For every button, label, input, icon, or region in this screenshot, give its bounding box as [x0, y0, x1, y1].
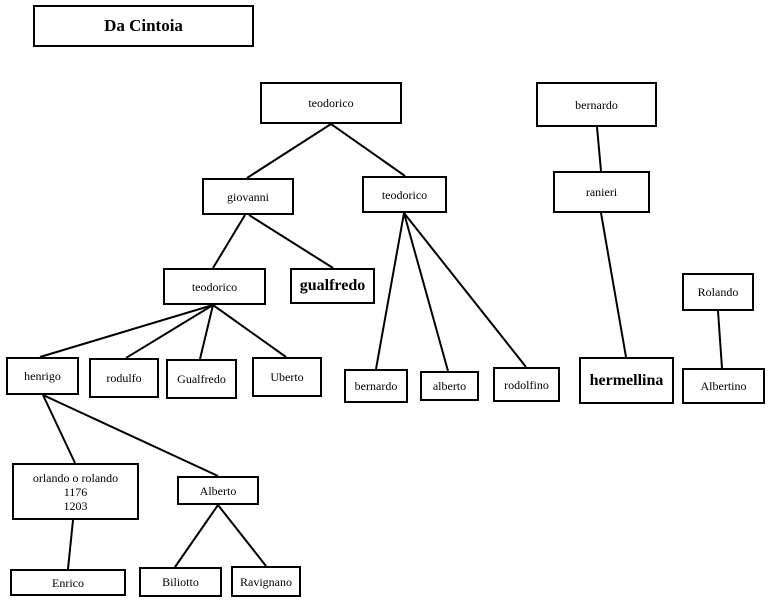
- edge-teodorico3-uberto: [212, 304, 287, 358]
- node-albertino: Albertino: [682, 368, 765, 404]
- node-label-line: 1176: [63, 484, 88, 499]
- node-uberto: Uberto: [252, 357, 322, 397]
- edge-rolando-albertino: [717, 310, 723, 369]
- node-label: rodulfo: [106, 371, 142, 385]
- edge-giovanni-gualfredo: [248, 214, 334, 269]
- node-label: Ravignano: [240, 574, 292, 589]
- title-box: Da Cintoia: [33, 5, 254, 47]
- edge-orlando-enrico: [67, 519, 74, 570]
- node-label: Uberto: [270, 370, 304, 384]
- edge-alberto-ravignano: [217, 504, 267, 567]
- edge-teodorico3-rodulfo: [125, 304, 214, 359]
- node-enrico: Enrico: [10, 569, 126, 596]
- node-alberto-child: alberto: [420, 371, 479, 401]
- edge-alberto-biliotto: [174, 504, 219, 568]
- edge-teodorico2-bernardo: [375, 212, 405, 370]
- node-label: bernardo: [575, 97, 618, 112]
- node-ranieri: ranieri: [553, 171, 650, 213]
- node-label: Albertino: [700, 379, 747, 393]
- edge-henrigo-orlando: [42, 394, 76, 464]
- node-rodolfino: rodolfino: [493, 367, 560, 402]
- node-teodorico-2: teodorico: [362, 176, 447, 213]
- node-ravignano: Ravignano: [231, 566, 301, 597]
- node-label: teodorico: [191, 279, 238, 294]
- edge-giovanni-teodorico3: [212, 214, 246, 269]
- node-label: alberto: [432, 379, 467, 393]
- node-label: Enrico: [52, 575, 84, 590]
- node-gualfredo-bold: gualfredo: [290, 268, 375, 304]
- node-bernardo-child: bernardo: [344, 369, 408, 403]
- node-label: hermellina: [589, 371, 664, 389]
- node-label: Alberto: [199, 483, 237, 498]
- node-orlando: orlando o rolando 1176 1203: [12, 463, 139, 520]
- node-teodorico-3: teodorico: [163, 268, 266, 305]
- node-henrigo: henrigo: [6, 357, 79, 395]
- node-label: rodolfino: [504, 377, 549, 392]
- edge-teodorico2-alberto: [403, 212, 449, 372]
- node-label: teodorico: [381, 187, 428, 202]
- node-label: henrigo: [24, 369, 61, 383]
- node-label-line: 1203: [63, 498, 88, 513]
- edge-teodorico3-henrigo: [39, 304, 214, 358]
- node-giovanni: giovanni: [202, 178, 294, 215]
- node-teodorico-root: teodorico: [260, 82, 402, 124]
- node-label: giovanni: [227, 189, 269, 204]
- node-label: teodorico: [308, 96, 354, 110]
- edge-ranieri-hermellina: [600, 212, 627, 358]
- node-label: Gualfredo: [177, 372, 226, 386]
- node-label: ranieri: [585, 185, 618, 199]
- node-bernardo-root: bernardo: [536, 82, 657, 127]
- node-label: bernardo: [354, 379, 398, 393]
- edge-bernardo-ranieri: [596, 126, 602, 172]
- node-rodulfo: rodulfo: [89, 358, 159, 398]
- diagram-title: Da Cintoia: [104, 16, 183, 35]
- edge-teodorico-giovanni: [246, 123, 332, 179]
- node-label: Rolando: [697, 285, 739, 299]
- node-label-line: orlando o rolando: [32, 470, 119, 485]
- node-rolando: Rolando: [682, 273, 754, 311]
- node-gualfredo: Gualfredo: [166, 359, 237, 399]
- edge-henrigo-alberto: [42, 394, 219, 477]
- node-alberto-cap: Alberto: [177, 476, 259, 505]
- edge-teodorico2-rodolfino: [403, 212, 527, 368]
- node-label: Biliotto: [162, 575, 199, 589]
- node-biliotto: Biliotto: [139, 567, 222, 597]
- node-label-multiline: orlando o rolando 1176 1203: [33, 471, 118, 513]
- edge-teodorico3-gualfredo2: [199, 304, 214, 360]
- node-label: gualfredo: [299, 277, 366, 294]
- edge-teodorico-teodorico2: [330, 123, 406, 177]
- node-hermellina: hermellina: [579, 357, 674, 404]
